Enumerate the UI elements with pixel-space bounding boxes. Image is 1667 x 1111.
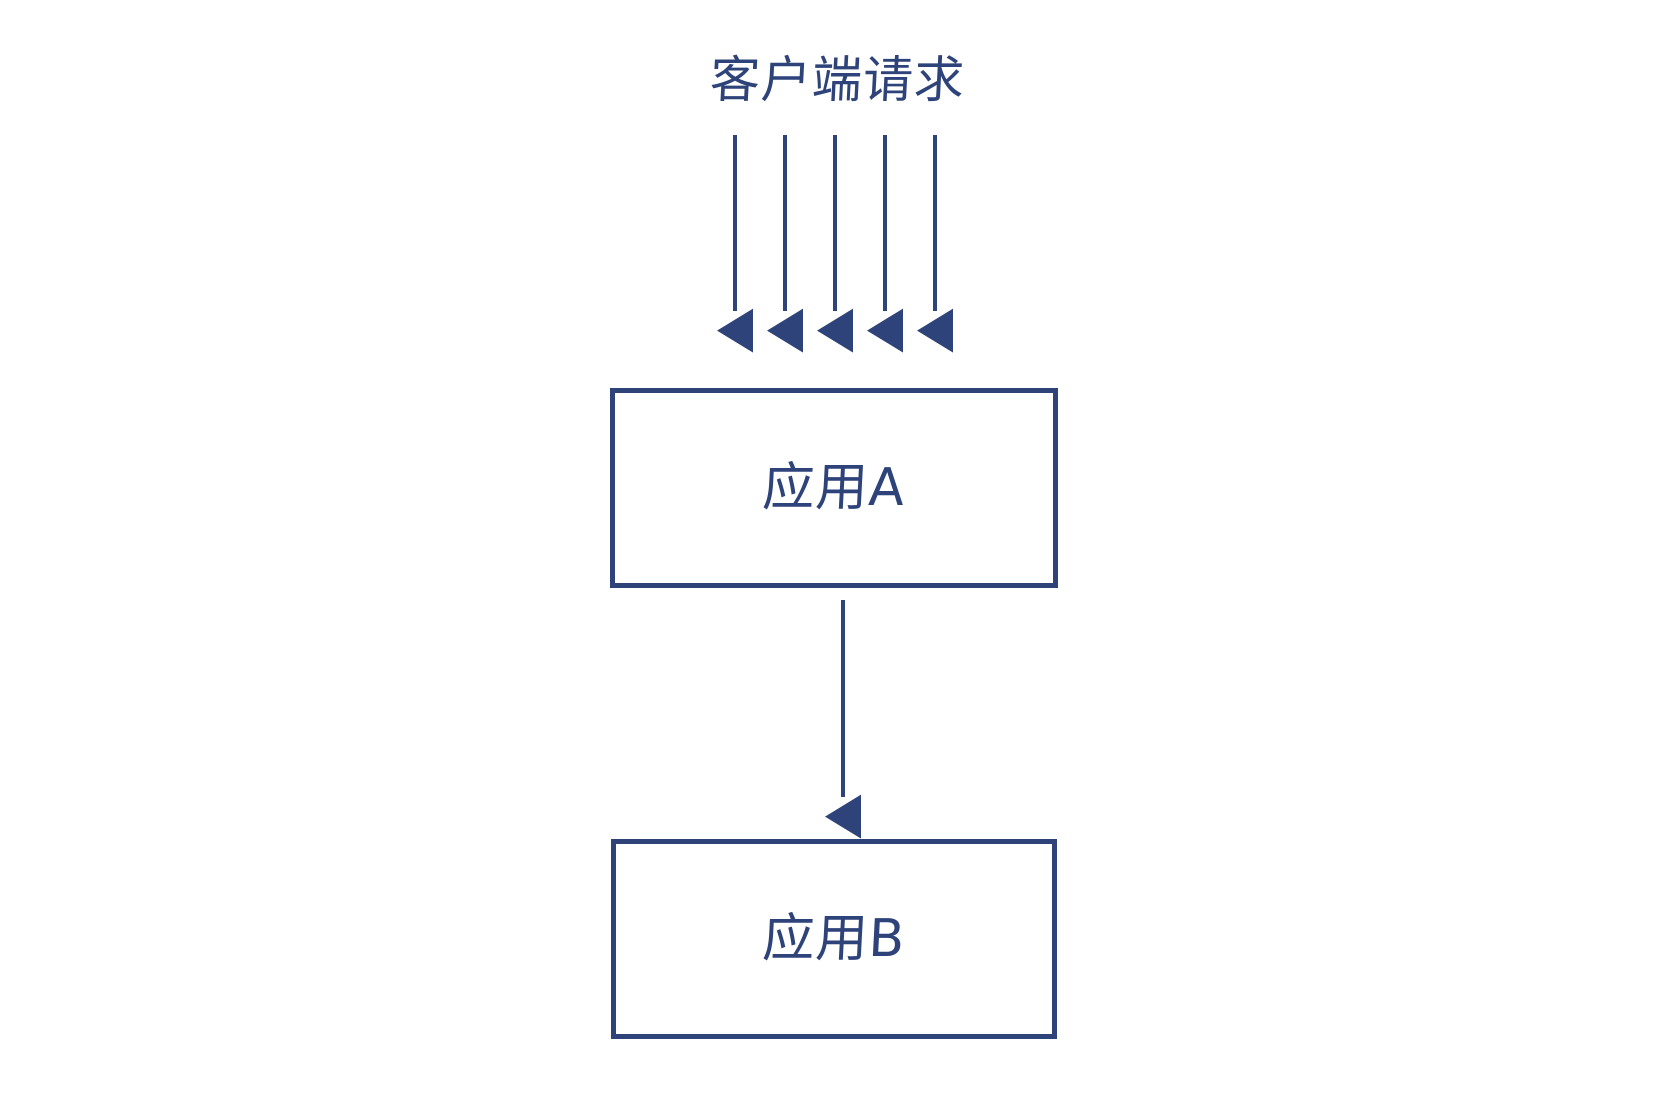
- node-label-app-a: 应用A: [0, 457, 1667, 519]
- node-box-app-b: [611, 839, 1057, 1039]
- client-request-label: 客户端请求: [708, 51, 967, 109]
- node-label-app-b-text: 应用B: [761, 909, 907, 969]
- client-request-arrow-group: [717, 135, 953, 353]
- node-label-app-b: 应用B: [0, 908, 1667, 970]
- node-box-app-a: [610, 388, 1058, 588]
- node-label-app-a-text: 应用A: [761, 458, 907, 518]
